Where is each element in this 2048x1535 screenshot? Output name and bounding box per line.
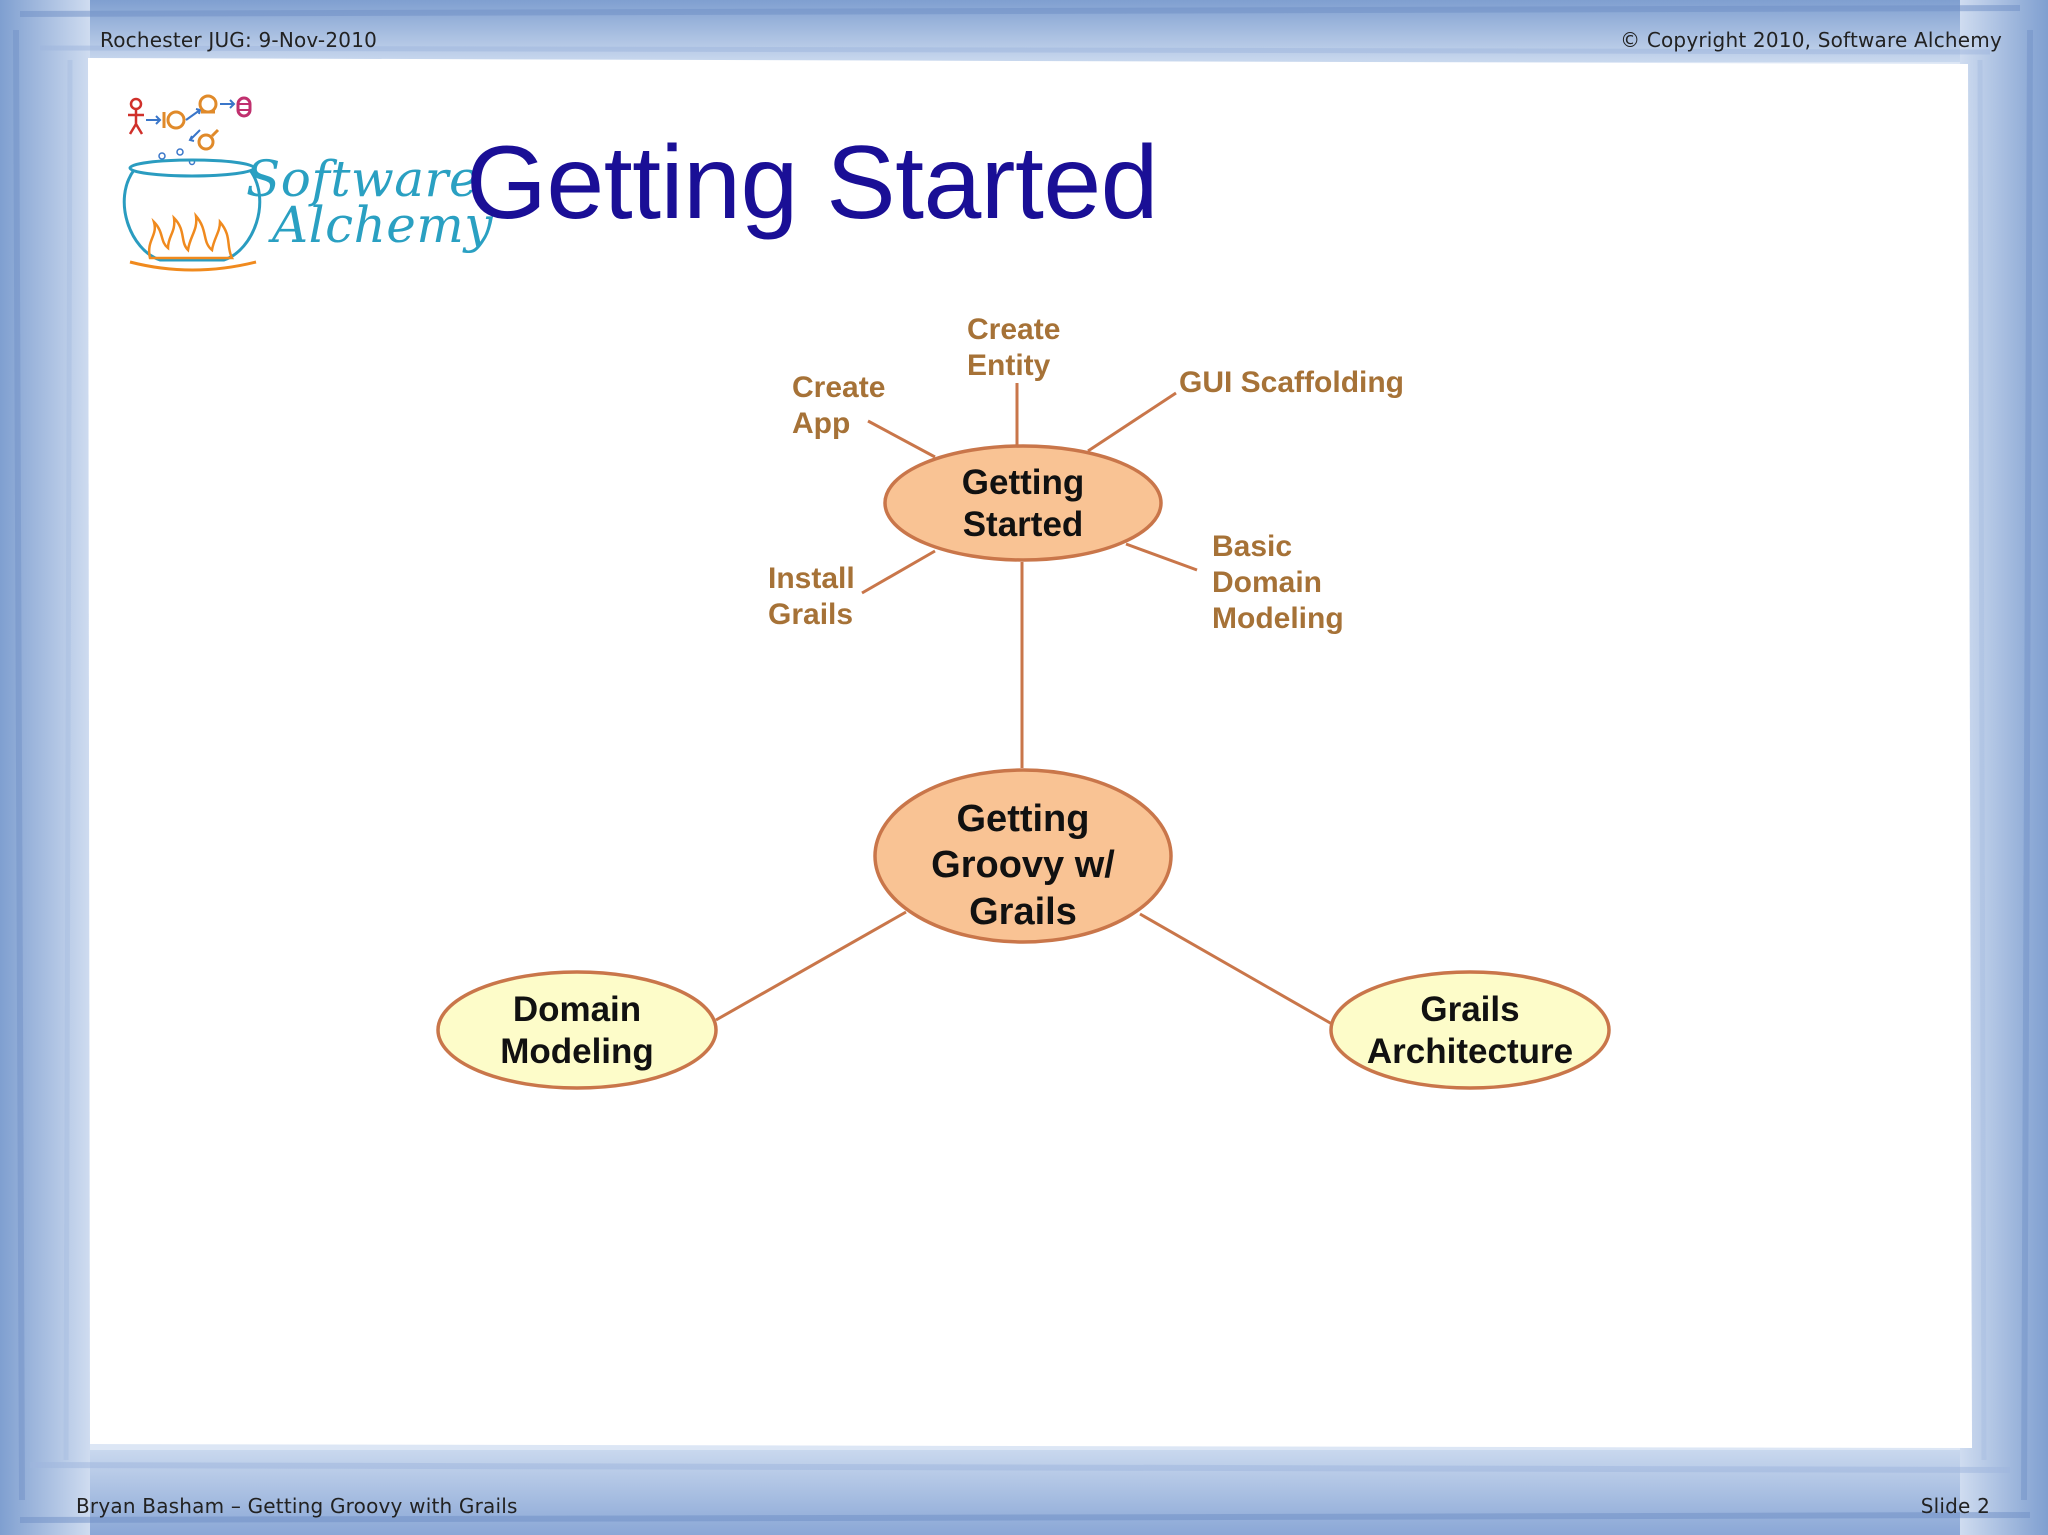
leaf-install-grails-line-1: Install xyxy=(768,562,855,595)
node-grails-architecture: Grails Architecture xyxy=(1329,970,1611,1090)
edge-hub-install-grails xyxy=(861,549,936,595)
footer-right-text: Slide 2 xyxy=(1920,1494,1990,1518)
header-left-text: Rochester JUG: 9-Nov-2010 xyxy=(100,28,378,52)
leaf-create-app-line-1: Create xyxy=(792,371,885,404)
leaf-gui-scaffolding-line-1: GUI Scaffolding xyxy=(1179,366,1404,399)
node-domain-modeling-line-1: Domain xyxy=(513,990,641,1029)
node-domain-modeling: Domain Modeling xyxy=(436,970,718,1090)
edge-center-domain-modeling xyxy=(715,910,907,1022)
node-getting-groovy-with-grails: Getting Groovy w/ Grails xyxy=(873,768,1173,944)
header-right-text: © Copyright 2010, Software Alchemy xyxy=(1620,28,2002,52)
leaf-create-entity: Create Entity xyxy=(967,313,1060,382)
cauldron-icon xyxy=(122,94,262,272)
edge-hub-basic-domain-modeling xyxy=(1125,542,1198,572)
edge-hub-gui-scaffolding xyxy=(1087,391,1177,453)
node-domain-modeling-line-2: Modeling xyxy=(500,1032,654,1071)
node-grails-architecture-line-1: Grails xyxy=(1420,990,1519,1029)
leaf-create-app: Create App xyxy=(792,371,885,440)
slide-title: Getting Started xyxy=(466,125,1159,241)
edge-center-grails-architecture xyxy=(1139,912,1333,1026)
leaf-create-entity-line-2: Entity xyxy=(967,349,1051,382)
leaf-basic-domain-modeling: Basic Domain Modeling xyxy=(1212,530,1344,635)
node-grails-architecture-line-2: Architecture xyxy=(1367,1032,1573,1071)
node-center-line-2: Groovy w/ xyxy=(931,844,1115,886)
node-center-line-3: Grails xyxy=(969,891,1077,933)
leaf-basic-domain-modeling-line-2: Domain xyxy=(1212,566,1322,599)
leaf-install-grails: Install Grails xyxy=(768,562,855,631)
edge-hub-create-app xyxy=(867,419,936,459)
footer-left-text: Bryan Basham – Getting Groovy with Grail… xyxy=(76,1494,518,1518)
node-center-line-1: Getting xyxy=(957,798,1090,840)
leaf-create-entity-line-1: Create xyxy=(967,313,1060,346)
leaf-create-app-line-2: App xyxy=(792,407,850,440)
logo-text-alchemy: Alchemy xyxy=(272,196,494,254)
leaf-basic-domain-modeling-line-1: Basic xyxy=(1212,530,1292,563)
leaf-gui-scaffolding: GUI Scaffolding xyxy=(1179,366,1404,399)
leaf-install-grails-line-2: Grails xyxy=(768,598,853,631)
node-getting-started: Getting Started xyxy=(883,444,1163,562)
leaf-basic-domain-modeling-line-3: Modeling xyxy=(1212,602,1344,635)
node-getting-started-line-2: Started xyxy=(963,505,1084,544)
logo-text-software: Software xyxy=(246,150,480,208)
node-getting-started-line-1: Getting xyxy=(962,463,1084,502)
